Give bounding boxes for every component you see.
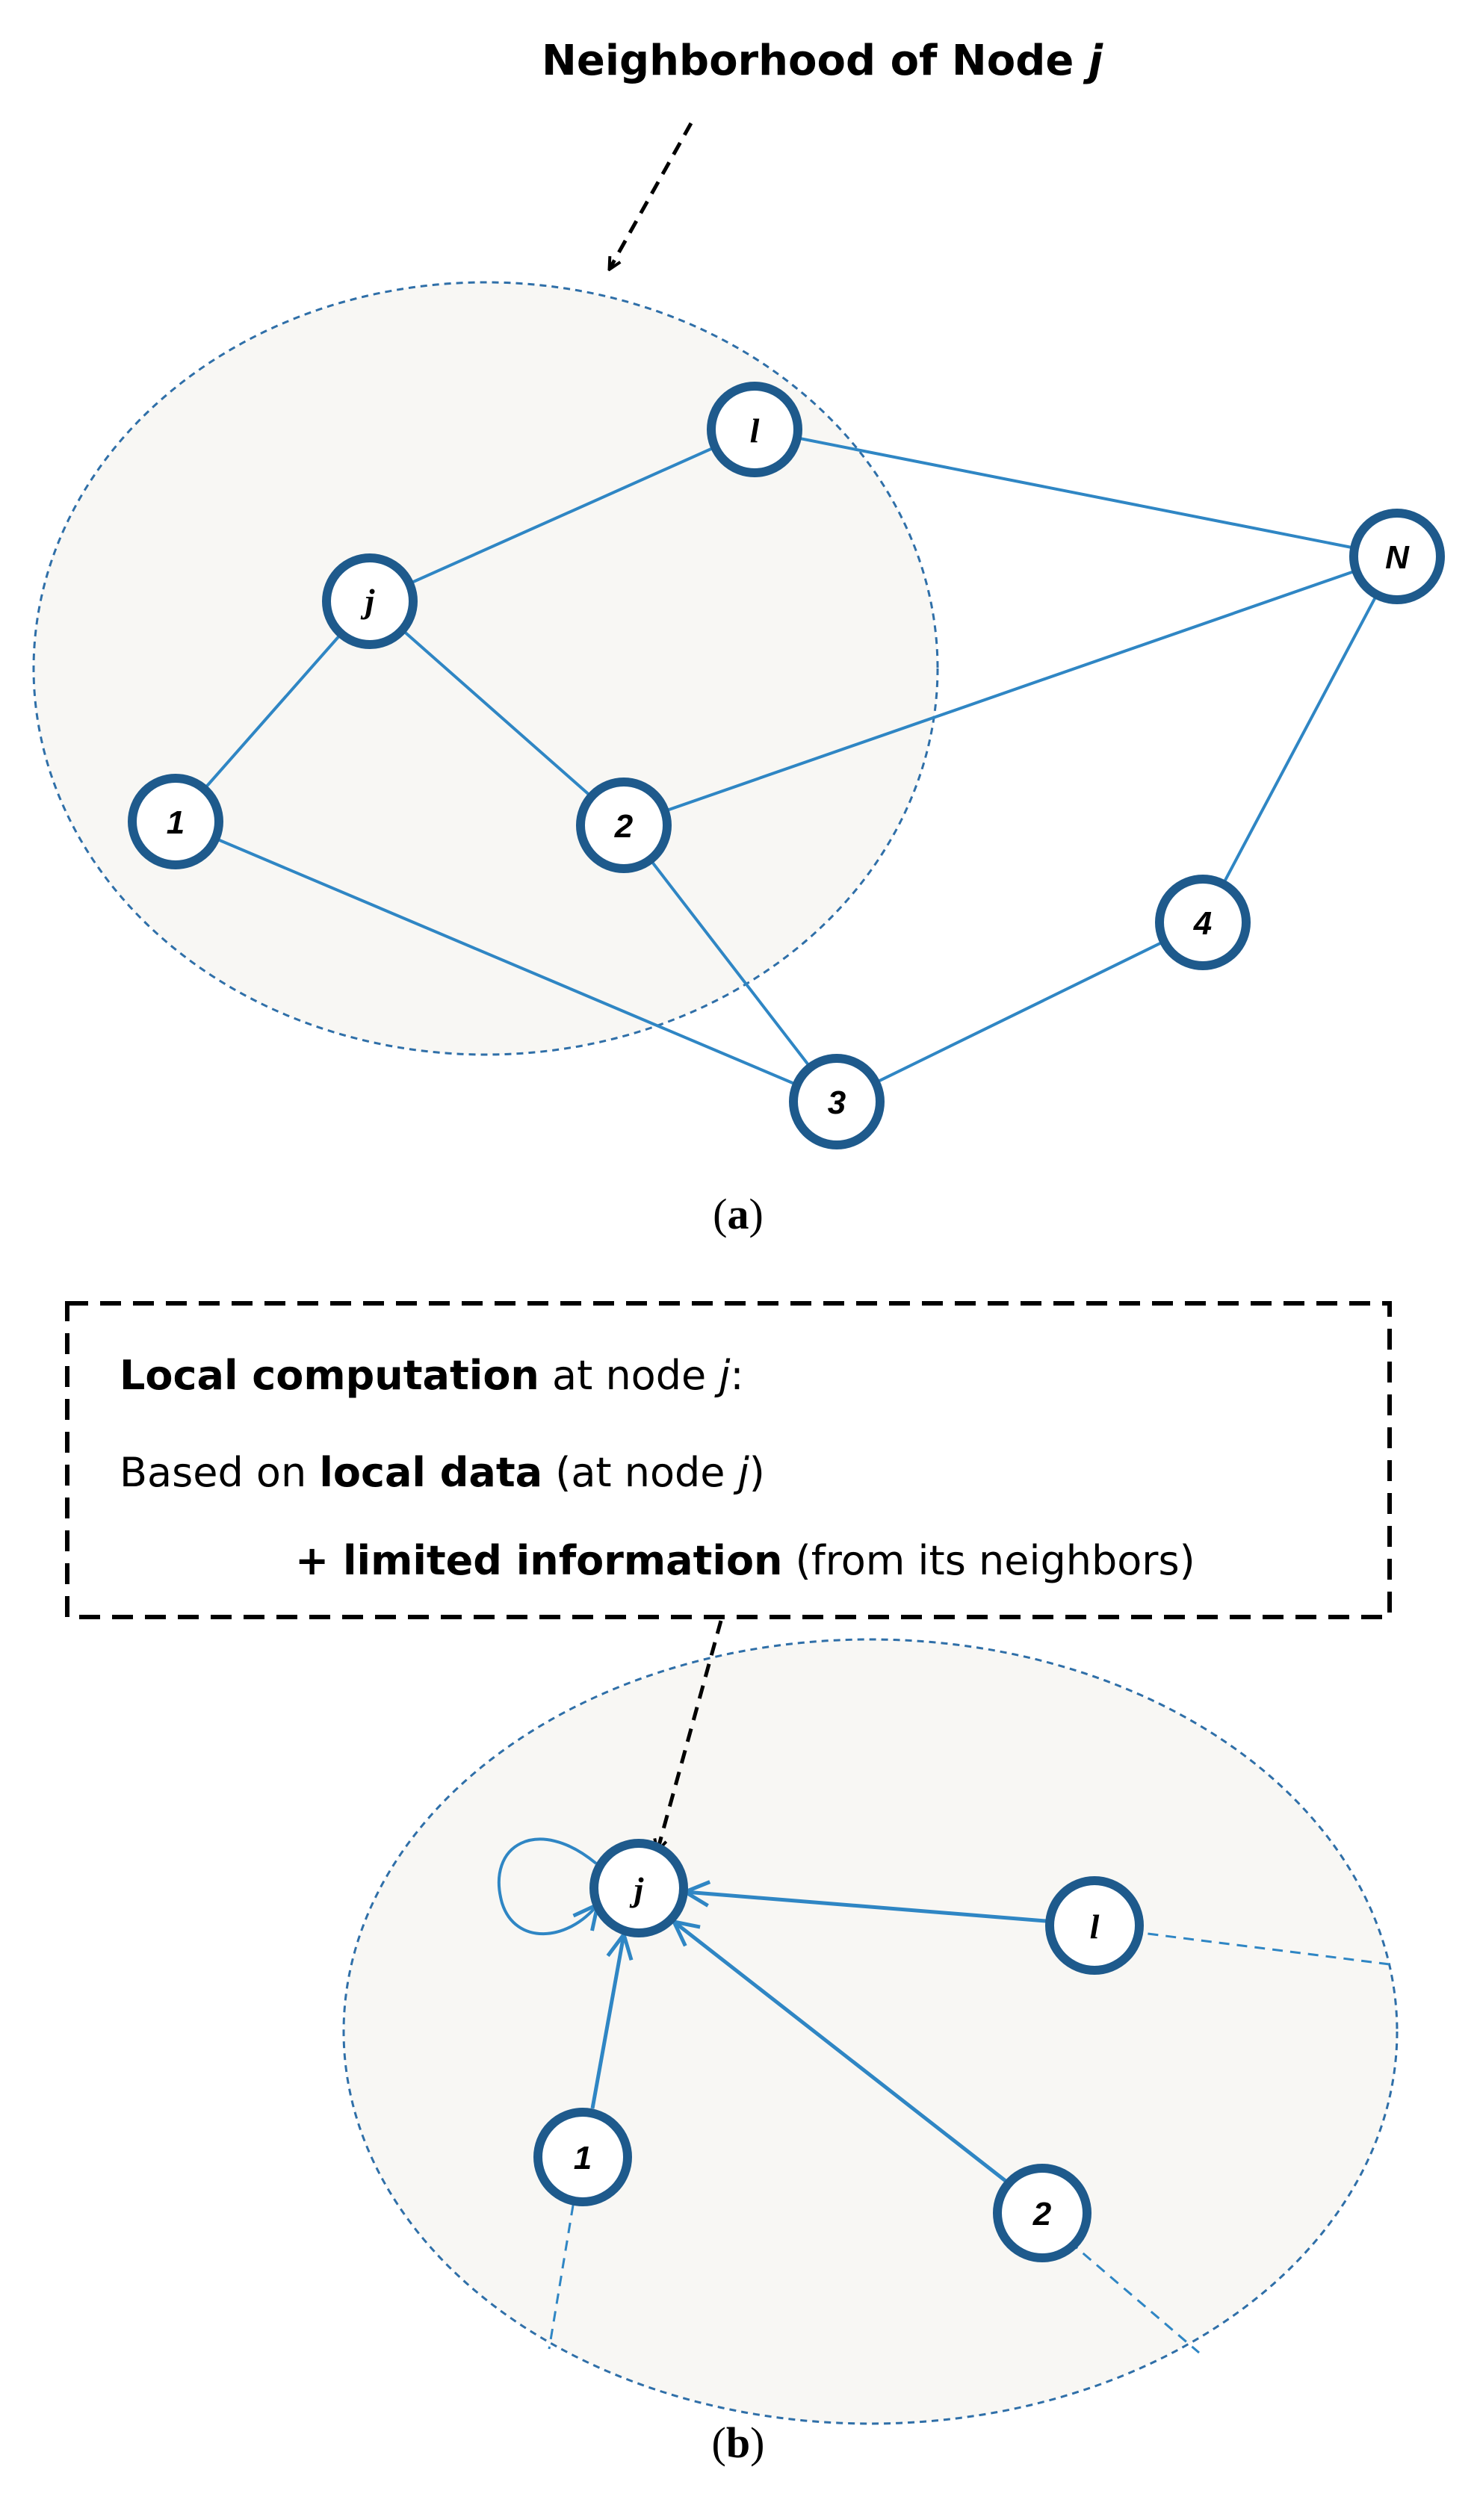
- box-line-2: Based on local data (at node j): [120, 1449, 765, 1496]
- edge-2-3: [622, 824, 838, 1103]
- box-line-2-bold: local data: [319, 1449, 542, 1496]
- node-l-b: l: [1045, 1876, 1144, 1975]
- node-label: 3: [828, 1084, 846, 1121]
- node-4-a: 4: [1155, 875, 1251, 970]
- box-line-3-bold: limited information: [343, 1537, 782, 1584]
- node-label: 1: [167, 804, 185, 841]
- node-circle: [993, 2164, 1092, 2262]
- neighborhood-pointer-arrow: [610, 122, 693, 269]
- panel-b: Local computation at node j: Based on lo…: [65, 1301, 1399, 2467]
- node-circle: [1349, 509, 1445, 604]
- caption-b-close: ): [750, 2418, 764, 2467]
- node-label: 4: [1193, 905, 1212, 942]
- node-j-b: j: [589, 1839, 688, 1937]
- edge-4-N: [1201, 556, 1399, 923]
- node-1-b: 1: [533, 2108, 632, 2206]
- edge-1-external: [548, 2169, 580, 2350]
- edge-3-4: [836, 921, 1204, 1103]
- edges-a: [174, 428, 1399, 1103]
- box-line-1-bold: Local computation: [120, 1352, 539, 1399]
- self-loop-j: [497, 1837, 598, 1936]
- external-edges-b: [548, 1925, 1390, 2354]
- node-2-a: 2: [576, 778, 672, 873]
- edge-j-1: [174, 600, 371, 823]
- caption-a-close: ): [749, 1190, 764, 1238]
- directed-edges-b: [497, 1837, 1047, 2182]
- edge-l-to-j: [685, 1892, 1047, 1923]
- caption-a-letter: a: [728, 1190, 749, 1238]
- node-1-a: 1: [128, 774, 223, 869]
- box-line-2-end: ): [749, 1449, 765, 1496]
- caption-b-letter: b: [726, 2418, 750, 2467]
- edge-2-to-j: [674, 1922, 1007, 2182]
- box-line-1-end: :: [730, 1352, 743, 1399]
- caption-a: (a): [713, 1190, 764, 1238]
- node-circle: [789, 1054, 885, 1149]
- neighborhood-region-a: [32, 281, 939, 1056]
- node-circle: [589, 1839, 688, 1937]
- box-line-1-mid: at node: [539, 1352, 719, 1399]
- box-pointer-arrow: [657, 1620, 723, 1851]
- caption-a-open: (: [713, 1190, 727, 1238]
- box-line-2-start: Based on: [120, 1449, 319, 1496]
- box-line-2-mid: (at node: [542, 1449, 738, 1496]
- edge-l-external: [1094, 1925, 1390, 1966]
- node-N-a: N: [1349, 509, 1445, 604]
- node-circle: [533, 2108, 632, 2206]
- edge-j-l: [369, 428, 755, 603]
- box-line-3-end: (from its neighbors): [782, 1537, 1195, 1584]
- edge-1-to-j: [590, 1934, 624, 2109]
- node-circle: [576, 778, 672, 873]
- caption-b-open: (: [712, 2418, 726, 2467]
- node-circle: [1155, 875, 1251, 970]
- edge-2-N: [623, 555, 1398, 827]
- node-label: 2: [614, 808, 634, 845]
- node-circle: [128, 774, 223, 869]
- node-label: l: [1090, 1908, 1100, 1946]
- node-2-b: 2: [993, 2164, 1092, 2262]
- neighborhood-title-text: Neighborhood of Node: [542, 37, 1089, 85]
- node-circle: [707, 382, 802, 477]
- box-line-3-plus: +: [295, 1537, 343, 1584]
- caption-b: (b): [712, 2418, 765, 2467]
- node-3-a: 3: [789, 1054, 885, 1149]
- node-circle: [322, 553, 418, 649]
- node-circle: [1045, 1876, 1144, 1975]
- panel-a: Neighborhood of Node j l N: [32, 37, 1445, 1238]
- neighborhood-title: Neighborhood of Node j: [542, 37, 1103, 85]
- node-label: 2: [1032, 2196, 1052, 2232]
- node-label: 1: [574, 2140, 592, 2176]
- box-line-3: + limited information (from its neighbor…: [295, 1537, 1195, 1584]
- neighborhood-region-b: [342, 1638, 1399, 2425]
- edge-j-2: [368, 600, 625, 827]
- node-label: N: [1385, 539, 1410, 576]
- box-line-1: Local computation at node j:: [120, 1352, 744, 1399]
- node-l-a: l: [707, 382, 802, 477]
- computation-box: [65, 1301, 1392, 1619]
- edge-1-3: [175, 820, 837, 1103]
- node-label: l: [750, 412, 760, 450]
- node-j-a: j: [322, 553, 418, 649]
- edge-l-N: [754, 428, 1398, 558]
